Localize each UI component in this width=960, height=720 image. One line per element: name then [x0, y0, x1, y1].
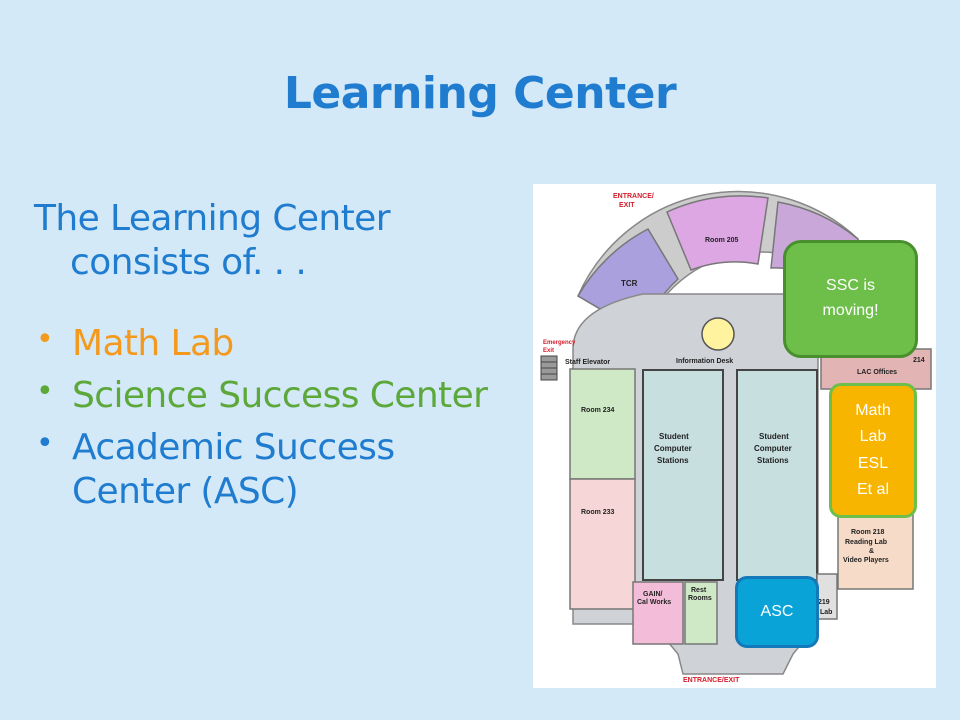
station-label-right-2: Computer — [754, 444, 792, 453]
staff-elevator-label: Staff Elevator — [565, 359, 610, 366]
rest-rooms — [684, 581, 718, 645]
room-234 — [569, 368, 636, 480]
intro-line-1: The Learning Center — [34, 198, 391, 239]
computer-stations-left — [642, 369, 724, 581]
intro-line-2: consists of. . . — [70, 241, 307, 283]
bullet-text: Math Lab — [72, 323, 234, 364]
room-218-label-3: & — [869, 548, 874, 555]
emergency-exit-label: Emergency — [543, 340, 576, 346]
computer-stations-right — [736, 369, 818, 581]
bullet-text-line-2: Center (ASC) — [72, 470, 299, 512]
entrance-top-label-2: EXIT — [619, 202, 635, 209]
gain-label: GAIN/ — [643, 591, 663, 598]
bullet-text: Academic Success — [72, 426, 395, 468]
room-218-label: Room 218 — [851, 529, 885, 536]
ssc-callout: SSC is moving! — [783, 240, 918, 358]
gain-cal-works — [632, 581, 684, 645]
station-label-left-3: Stations — [657, 456, 689, 465]
entrance-bottom-label: ENTRANCE/EXIT — [683, 677, 740, 684]
room-233 — [569, 478, 636, 610]
bullet-dot-icon: • — [36, 425, 54, 461]
math-callout-line-4: Et al — [856, 480, 889, 498]
room-233-label: Room 233 — [581, 509, 615, 516]
station-label-left-1: Student — [659, 432, 689, 441]
slide-title: Learning Center — [283, 68, 677, 119]
gain-label-2: Cal Works — [637, 599, 671, 606]
bullet-math-lab: • Math Lab — [34, 322, 542, 366]
information-desk-label: Information Desk — [676, 358, 733, 365]
bullet-academic-success-center: • Academic Success Center (ASC) — [34, 426, 542, 514]
station-label-left-2: Computer — [654, 444, 692, 453]
rest-rooms-label: Rest — [691, 587, 707, 594]
room-234-label: Room 234 — [581, 407, 615, 414]
math-lab-callout: Math Lab ESL Et al — [829, 383, 917, 518]
tcr-label: TCR — [621, 279, 638, 288]
rest-rooms-label-2: Rooms — [688, 595, 712, 602]
bullet-dot-icon: • — [36, 322, 54, 357]
ssc-callout-line-2: moving! — [822, 302, 879, 319]
intro-text: The Learning Center consists of. . . — [34, 197, 504, 285]
room-219-label-2: Lab — [820, 609, 832, 616]
bullet-list: • Math Lab • Science Success Center • Ac… — [34, 322, 542, 522]
ssc-callout-line-1: SSC is — [826, 277, 875, 295]
math-callout-line-2: Lab — [859, 428, 887, 446]
room-205-label: Room 205 — [705, 237, 739, 244]
entrance-top-label: ENTRANCE/ — [613, 193, 654, 200]
room-218-label-2: Reading Lab — [845, 539, 887, 546]
math-callout-line-1: Math — [855, 401, 891, 419]
room-218 — [837, 513, 914, 590]
bullet-science-success-center: • Science Success Center — [34, 374, 542, 418]
bullet-dot-icon: • — [36, 373, 54, 409]
station-label-right-1: Student — [759, 432, 789, 441]
station-label-right-3: Stations — [757, 456, 789, 465]
room-219-label: 219 — [818, 599, 830, 606]
room-205 — [666, 195, 769, 271]
math-callout-line-3: ESL — [857, 454, 889, 472]
emergency-exit-label-2: Exit — [543, 348, 554, 354]
information-desk — [701, 317, 735, 351]
lac-offices-label: LAC Offices — [857, 369, 897, 376]
room-218-label-4: Video Players — [843, 557, 889, 564]
asc-callout: ASC — [735, 576, 819, 648]
room-214-label: 214 — [913, 357, 925, 364]
bullet-text: Science Success Center — [72, 374, 488, 416]
